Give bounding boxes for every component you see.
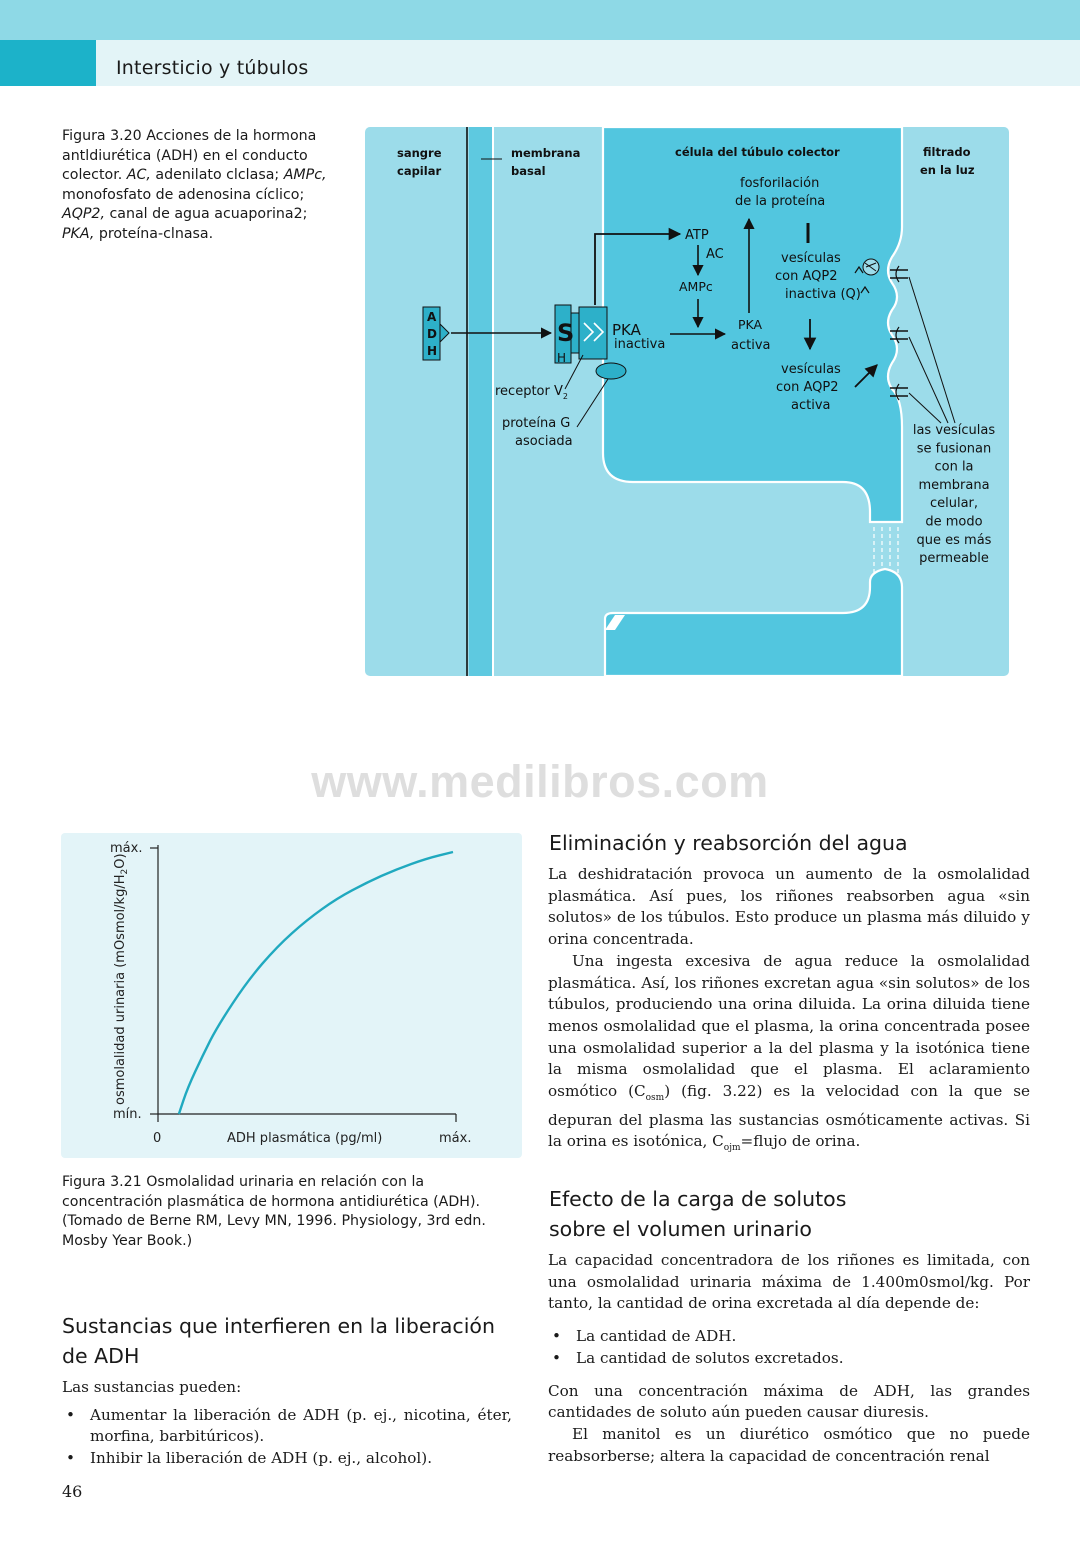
label-ampc: AMPc [679,279,713,294]
x-tick-zero: 0 [153,1131,161,1146]
caption-run: canal de agua acuaporina2; [104,206,308,222]
caption-run: Figura 3.20 Acciones de la hormona antld… [62,128,317,183]
label-blood-capillary: sangre [397,146,442,160]
series-line [177,850,454,1115]
fuse-label-line: que es más [917,533,992,548]
aqp2-channel-3 [890,383,908,401]
caption-run: adenilato clclasa; [150,167,284,183]
basal-membrane-band [469,127,493,676]
section-body-water: La deshidratación provoca un aumento de … [548,864,1030,1160]
fuse-label-line: celular, [930,496,978,511]
aqp2-channel-2 [890,326,908,344]
subscript: osm [645,1093,665,1104]
page-number: 46 [62,1482,83,1501]
label-collector-cell: célula del túbulo colector [675,145,840,159]
adh-letter-h: H [427,344,437,358]
figure-3-20-diagram: sangre capilar membrana basal célula del… [365,127,1009,676]
text-run: Una ingesta excesiva de agua reduce la o… [548,951,1030,1101]
label-vesicles-inactive-3: inactiva (Q) [785,287,861,302]
section-title-adh-release: Sustancias que interfieren en la liberac… [62,1314,495,1368]
paragraph: La capacidad concentradora de los riñone… [548,1251,1030,1313]
label-vesicles-active-3: activa [791,398,830,413]
g-protein [595,362,627,380]
label-vesicles-inactive: vesículas [781,251,841,266]
section-title-water: Eliminación y reabsorción del agua [549,831,908,855]
section-body-adh-release: Las sustancias pueden: Aumentar la liber… [62,1377,512,1470]
caption-run: AC, [126,167,151,183]
label-phosphorylation-2: de la proteína [735,194,825,209]
y-tick-min: mín. [113,1107,142,1122]
x-axis-label: ADH plasmática (pg/ml) [227,1131,382,1146]
adh-letter-a: A [427,310,437,324]
text-run: ) (fig. 3.22) es la velocidad con la que… [548,1082,1031,1151]
text-run: =flujo de orina. [740,1132,861,1151]
receptor-letter-s: S [557,319,574,347]
fuse-label-line: con la [934,460,973,475]
label-atp: ATP [685,228,709,243]
figure-3-20-caption: Figura 3.20 Acciones de la hormona antld… [62,127,334,244]
list-item: La cantidad de solutos excretados. [548,1348,1030,1370]
label-receptor-v2: receptor V2 [495,384,568,401]
fuse-label-line: permeable [919,551,989,566]
bullet-list: La cantidad de ADH. La cantidad de solut… [548,1326,1030,1369]
list-item: La cantidad de ADH. [548,1326,1030,1348]
adh-letter-d: D [427,327,437,341]
label-pka-inactive-2: inactiva [614,337,665,352]
paragraph: Una ingesta excesiva de agua reduce la o… [548,951,1030,1160]
caption-run: PKA, [62,225,95,242]
adjacent-cell [603,567,904,676]
paragraph: Con una concentración máxima de ADH, las… [548,1381,1030,1422]
chapter-tab [0,40,96,86]
caption-run: proteína-clnasa. [94,225,214,242]
running-header-title: Intersticio y túbulos [116,57,309,79]
label-pka-active-2: activa [731,338,770,353]
label-vesicles-fuse: las vesículas se fusionan con la membrana ce… [913,423,996,566]
fuse-label-line: de modo [925,515,982,530]
label-pka-active: PKA [738,317,763,332]
label-ac: AC [706,247,724,262]
section-body-solute-load: La capacidad concentradora de los riñone… [548,1250,1030,1467]
bullet-list: Aumentar la liberación de ADH (p. ej., n… [62,1405,512,1470]
label-vesicles-active: vesículas [781,362,841,377]
paragraph: La deshidratación provoca un aumento de … [548,865,1030,949]
subscript: ojm [723,1143,741,1154]
caption-run: monofosfato de adenosina cíclico; [62,186,305,203]
section-title-solute-load: Efecto de la carga de solutos sobre el v… [549,1187,847,1241]
label-basal-membrane: membrana [511,146,580,160]
list-item: Inhibir la liberación de ADH (p. ej., al… [62,1448,512,1470]
label-lumen-filtrate-2: en la luz [920,163,975,177]
paragraph: Las sustancias pueden: [62,1378,242,1396]
paragraph: El manitol es un diurético osmótico que … [548,1424,1030,1465]
fuse-label-line: las vesículas [913,423,996,438]
label-blood-capillary-2: capilar [397,164,441,178]
label-g-protein: proteína G [502,416,570,431]
list-item: Aumentar la liberación de ADH (p. ej., n… [62,1405,512,1448]
label-vesicles-inactive-2: con AQP2 [775,269,837,284]
chart-background [61,833,522,1158]
x-tick-max: máx. [439,1131,471,1146]
label-g-protein-2: asociada [515,434,573,449]
fuse-label-line: se fusionan [917,441,992,456]
label-phosphorylation: fosforilación [740,176,819,191]
figure-3-21-caption: Figura 3.21 Osmolalidad urinaria en rela… [62,1174,486,1249]
aqp2-inactive-vesicle [862,258,880,276]
y-tick-max: máx. [110,841,142,856]
tubule-cell [601,127,904,524]
label-vesicles-active-2: con AQP2 [776,380,838,395]
receptor-letter-h: H [557,351,566,365]
top-color-band [0,0,1080,40]
caption-run: AMPc, [283,167,327,183]
label-lumen-filtrate: filtrado [923,145,971,159]
figure-3-21-chart: máx. mín. 0 máx. ADH plasmática (pg/ml) … [61,833,522,1158]
header-band [96,40,1080,86]
label-basal-membrane-2: basal [511,164,546,178]
y-axis-label: osmolalidad urinaria (mOsmol/kg/H2O) [113,853,130,1105]
label-pka-inactive: PKA [612,321,642,339]
caption-run: AQP2, [62,206,105,222]
watermark: www.medilibros.com [311,756,769,807]
aqp2-channel-1 [890,265,908,283]
fuse-label-line: membrana [918,478,989,493]
